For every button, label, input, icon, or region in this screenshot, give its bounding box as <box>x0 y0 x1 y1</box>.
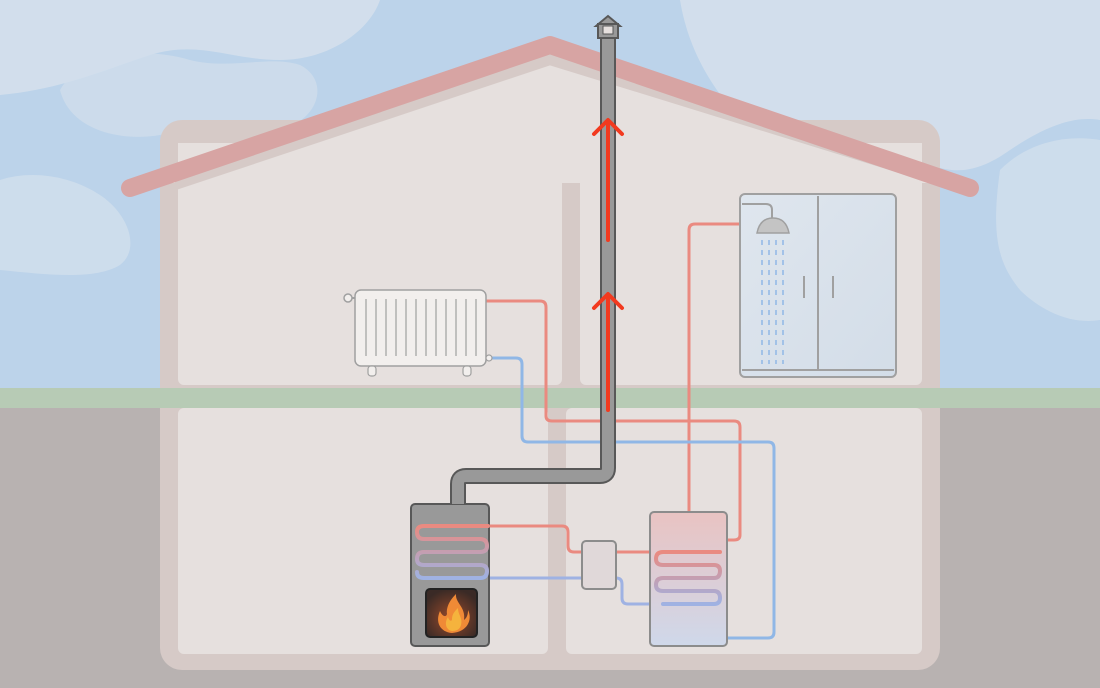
tank-icon <box>649 511 728 647</box>
water-drops <box>761 240 784 364</box>
hot-pipe-shower <box>687 222 743 514</box>
clouds <box>0 0 1100 321</box>
radiator-icon <box>343 289 493 377</box>
shower-head <box>756 217 790 234</box>
shower-icon <box>739 193 897 378</box>
room-bottom-left <box>178 408 548 654</box>
hot-pipe-stove-tank <box>486 524 722 554</box>
hot-pipe-radiator <box>485 299 742 542</box>
cold-pipe-radiator <box>488 356 776 640</box>
chimney-icon <box>450 14 623 504</box>
cold-pipe-stove-tank <box>486 576 722 606</box>
pipes <box>485 222 776 640</box>
roof <box>121 36 979 197</box>
wood-stove-icon <box>410 503 490 647</box>
pump-icon <box>581 540 617 590</box>
flue-gas-arrows <box>592 118 624 412</box>
room-bottom-right <box>566 408 922 654</box>
